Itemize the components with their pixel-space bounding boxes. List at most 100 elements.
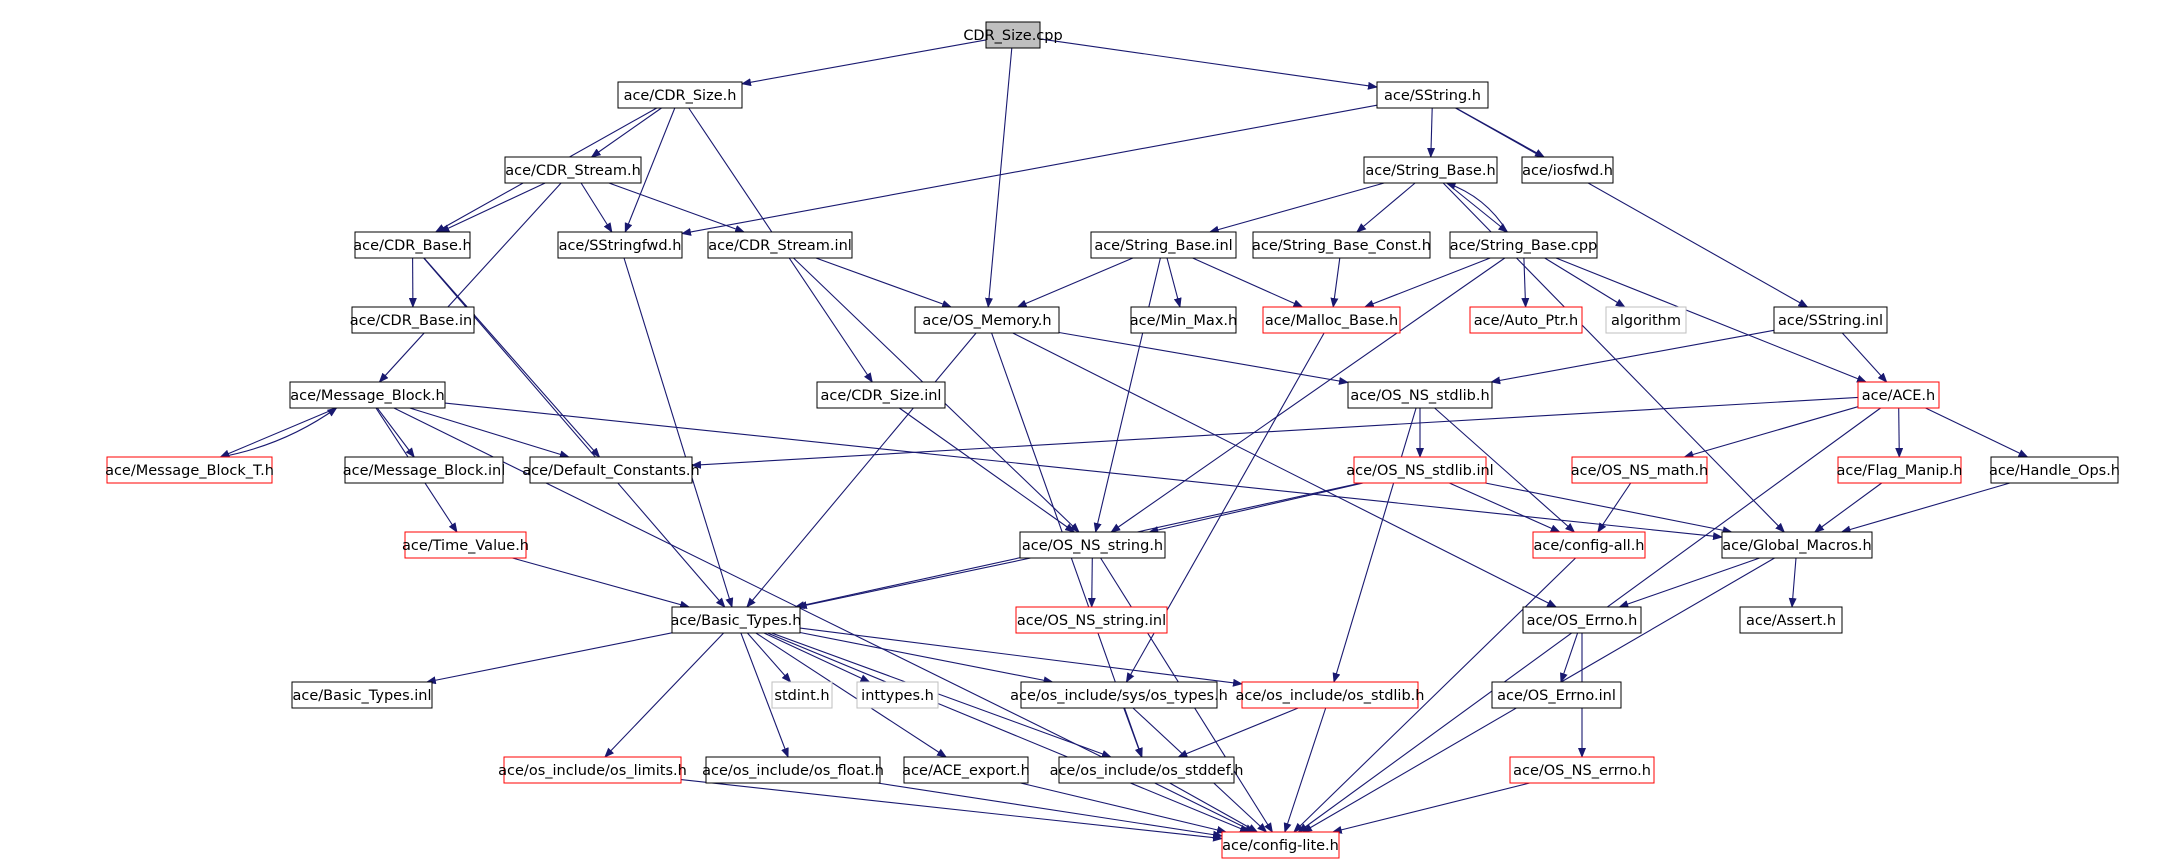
- node-message_block_t_h[interactable]: ace/Message_Block_T.h: [105, 456, 274, 484]
- node-config_lite_h[interactable]: ace/config-lite.h: [1221, 831, 1340, 859]
- node-box: [404, 531, 527, 559]
- node-string_base_h[interactable]: ace/String_Base.h: [1363, 156, 1498, 184]
- node-min_max_h[interactable]: ace/Min_Max.h: [1130, 306, 1237, 334]
- node-label: ace/Message_Block.inl: [343, 463, 506, 479]
- node-os_errno_h[interactable]: ace/OS_Errno.h: [1522, 606, 1642, 634]
- node-os_limits_h[interactable]: ace/os_include/os_limits.h: [498, 756, 687, 784]
- node-config_all_h[interactable]: ace/config-all.h: [1532, 531, 1646, 559]
- edge-message_block_h-to-default_constants_h: [409, 407, 570, 459]
- edge-string_base_cpp-to-malloc_base_h: [1363, 257, 1491, 308]
- node-malloc_base_h[interactable]: ace/Malloc_Base.h: [1262, 306, 1401, 334]
- node-sstring_inl[interactable]: ace/SString.inl: [1773, 306, 1888, 334]
- edge-cdr_size_cpp-to-cdr_size_h: [741, 39, 987, 87]
- node-global_macros_h[interactable]: ace/Global_Macros.h: [1721, 531, 1873, 559]
- node-label: ace/config-all.h: [1533, 538, 1644, 554]
- node-box: [557, 231, 683, 259]
- edge-sstringfwd_h-to-basic_types_h: [623, 257, 734, 608]
- node-os_ns_string_h[interactable]: ace/OS_NS_string.h: [1019, 531, 1166, 559]
- edge-basic_types_h-to-basic_types_inl: [425, 632, 673, 685]
- node-iosfwd_h[interactable]: ace/iosfwd.h: [1521, 156, 1614, 184]
- node-cdr_size_cpp[interactable]: CDR_Size.cpp: [963, 21, 1063, 49]
- edge-os_ns_math_h-to-config_all_h: [1597, 482, 1632, 533]
- edge-os_stddef_h-to-config_lite_h: [1169, 782, 1259, 833]
- node-flag_manip_h[interactable]: ace/Flag_Manip.h: [1837, 456, 1963, 484]
- node-label: ace/OS_NS_stdlib.h: [1350, 388, 1489, 404]
- node-label: ace/SStringfwd.h: [559, 238, 682, 254]
- node-label: ace/OS_Memory.h: [922, 313, 1051, 329]
- node-box: [1130, 306, 1237, 334]
- node-basic_types_inl[interactable]: ace/Basic_Types.inl: [291, 681, 433, 709]
- node-default_constants_h[interactable]: ace/Default_Constants.h: [522, 456, 700, 484]
- node-message_block_h[interactable]: ace/Message_Block.h: [289, 381, 446, 409]
- edge-os_memory_h-to-os_ns_stdlib_h: [1058, 331, 1349, 385]
- node-box: [1469, 306, 1583, 334]
- node-label: ace/OS_NS_math.h: [1571, 463, 1709, 479]
- node-box: [1019, 531, 1166, 559]
- edge-string_base_h-to-string_base_const_h: [1356, 182, 1416, 233]
- edge-cdr_base_h-to-basic_types_h: [423, 257, 726, 608]
- node-auto_ptr_h[interactable]: ace/Auto_Ptr.h: [1469, 306, 1583, 334]
- node-box: [1509, 756, 1655, 784]
- node-cdr_base_inl[interactable]: ace/CDR_Base.inl: [350, 306, 476, 334]
- node-box: [903, 756, 1029, 784]
- edge-os_ns_stdlib_inl-to-global_macros_h: [1485, 482, 1733, 535]
- node-sstringfwd_h[interactable]: ace/SStringfwd.h: [557, 231, 683, 259]
- node-stdint_h[interactable]: stdint.h: [771, 681, 833, 709]
- node-time_value_h[interactable]: ace/Time_Value.h: [402, 531, 529, 559]
- edge-layer: [219, 38, 2029, 842]
- node-os_errno_inl[interactable]: ace/OS_Errno.inl: [1491, 681, 1622, 709]
- edge-os_errno_h-to-os_errno_inl: [1560, 632, 1579, 683]
- node-os_ns_string_inl[interactable]: ace/OS_NS_string.inl: [1015, 606, 1168, 634]
- node-os_ns_math_h[interactable]: ace/OS_NS_math.h: [1571, 456, 1709, 484]
- node-string_base_const_h[interactable]: ace/String_Base_Const.h: [1252, 231, 1431, 259]
- edge-cdr_size_cpp-to-sstring_h: [1039, 38, 1378, 90]
- node-cdr_stream_inl[interactable]: ace/CDR_Stream.inl: [707, 231, 853, 259]
- node-ace_export_h[interactable]: ace/ACE_export.h: [902, 756, 1030, 784]
- node-cdr_size_inl[interactable]: ace/CDR_Size.inl: [816, 381, 946, 409]
- node-ace_h[interactable]: ace/ACE.h: [1857, 381, 1940, 409]
- node-string_base_inl[interactable]: ace/String_Base.inl: [1090, 231, 1237, 259]
- node-message_block_inl[interactable]: ace/Message_Block.inl: [343, 456, 506, 484]
- node-sstring_h[interactable]: ace/SString.h: [1376, 81, 1489, 109]
- node-os_float_h[interactable]: ace/os_include/os_float.h: [702, 756, 884, 784]
- node-os_stdlib_h[interactable]: ace/os_include/os_stdlib.h: [1236, 681, 1425, 709]
- edge-string_base_const_h-to-malloc_base_h: [1330, 257, 1341, 308]
- edge-ace_h-to-handle_ops_h: [1925, 407, 2029, 458]
- node-label: ace/OS_Errno.h: [1527, 613, 1638, 629]
- edge-os_ns_string_h-to-os_ns_string_inl: [1087, 557, 1096, 608]
- node-assert_h[interactable]: ace/Assert.h: [1739, 606, 1843, 634]
- edge-string_base_inl-to-min_max_h: [1166, 257, 1182, 308]
- edge-string_base_inl-to-os_memory_h: [1016, 257, 1134, 308]
- node-box: [1376, 81, 1489, 109]
- node-label: ace/Basic_Types.h: [671, 613, 802, 629]
- edge-cdr_stream_h-to-cdr_base_h: [439, 182, 546, 233]
- node-box: [816, 381, 946, 409]
- node-os_ns_errno_h[interactable]: ace/OS_NS_errno.h: [1509, 756, 1655, 784]
- node-cdr_size_h[interactable]: ace/CDR_Size.h: [617, 81, 743, 109]
- edge-os_ns_stdlib_h-to-os_stdlib_h: [1332, 407, 1417, 683]
- node-label: ace/os_include/os_float.h: [702, 763, 884, 779]
- node-cdr_base_h[interactable]: ace/CDR_Base.h: [353, 231, 472, 259]
- edge-basic_types_h-to-os_stddef_h: [771, 632, 1112, 758]
- edge-global_macros_h-to-assert_h: [1788, 557, 1797, 608]
- node-os_ns_stdlib_inl[interactable]: ace/OS_NS_stdlib.inl: [1346, 456, 1494, 484]
- node-inttypes_h[interactable]: inttypes.h: [856, 681, 939, 709]
- node-handle_ops_h[interactable]: ace/Handle_Ops.h: [1989, 456, 2120, 484]
- node-basic_types_h[interactable]: ace/Basic_Types.h: [671, 606, 802, 634]
- node-os_types_h[interactable]: ace/os_include/sys/os_types.h: [1010, 681, 1228, 709]
- node-label: ace/CDR_Size.inl: [821, 388, 942, 404]
- node-os_stddef_h[interactable]: ace/os_include/os_stddef.h: [1050, 756, 1244, 784]
- node-cdr_stream_h[interactable]: ace/CDR_Stream.h: [504, 156, 642, 184]
- node-box: [1721, 531, 1873, 559]
- node-box: [1491, 681, 1622, 709]
- node-os_memory_h[interactable]: ace/OS_Memory.h: [914, 306, 1060, 334]
- node-string_base_cpp[interactable]: ace/String_Base.cpp: [1449, 231, 1598, 259]
- node-algorithm[interactable]: algorithm: [1605, 306, 1687, 334]
- node-box: [1857, 381, 1940, 409]
- node-os_ns_stdlib_h[interactable]: ace/OS_NS_stdlib.h: [1347, 381, 1493, 409]
- node-box: [529, 456, 693, 484]
- edge-cdr_size_h-to-sstringfwd_h: [624, 107, 676, 233]
- node-label: ace/OS_NS_string.inl: [1017, 613, 1166, 629]
- node-box: [771, 681, 833, 709]
- edge-message_block_h-to-message_block_t_h: [219, 407, 337, 458]
